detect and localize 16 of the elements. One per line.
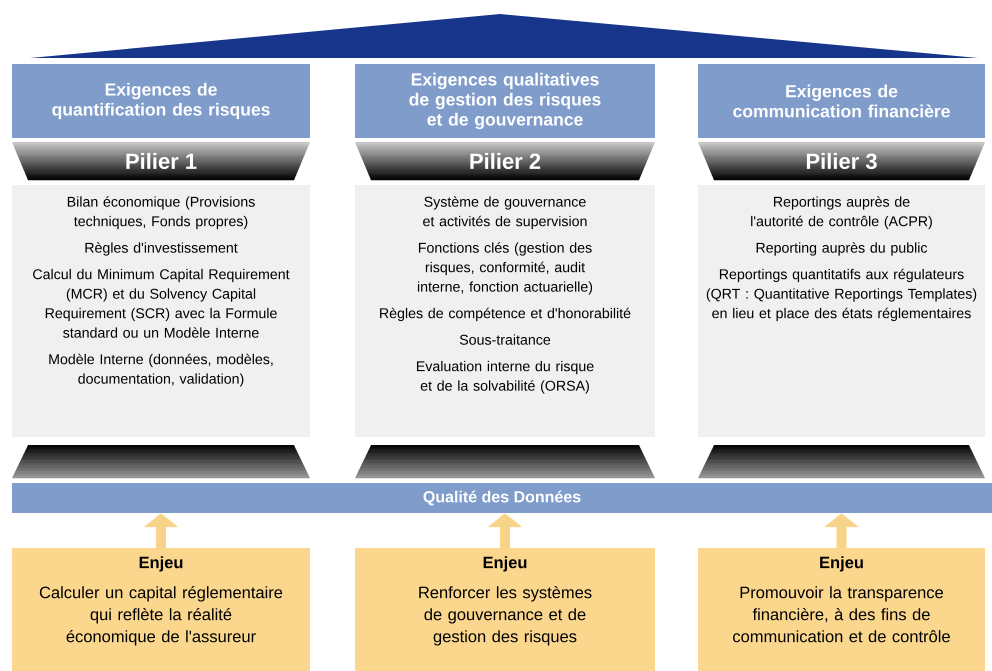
node-label: Pilier 1 xyxy=(126,152,196,170)
node-label: Pilier 2 xyxy=(470,152,540,170)
pillar-body: Bilan économique (Provisions techniques, Fonds propres) Règles d'investissement Calcul du Minimum Capital Requirement (MCR) et du Solvency Capital Requirement (SCR) avec la Formule standard ou un Modèle Interne Modèle Interne (données, modèles, documentation, validation) xyxy=(12,185,310,437)
data-quality-band: Qualité des Données xyxy=(12,482,992,513)
pillar-header: Exigences de communication financière xyxy=(698,64,985,138)
pillar-body: Système de gouvernance et activités de supervision Fonctions clés (gestion des risques, conformité, audit interne, fonction actuarielle) Règles de compétence et d'honorabilité Sous-traitance Evaluation interne du risque et de la solvabilité (ORSA) xyxy=(355,185,655,437)
pillar-header: Exigences qualitatives de gestion des risques et de gouvernance xyxy=(355,64,655,138)
issue-box: Enjeu Renforcer les systèmes de gouvernance et de gestion des risques xyxy=(355,548,655,671)
pillar-body: Reportings auprès de l'autorité de contrôle (ACPR) Reporting auprès du public Reportings quantitatifs aux régulateurs (QRT : Quantitative Reportings Templates) en lieu et place des états réglementaires xyxy=(698,185,985,437)
issue-box: Enjeu Calculer un capital réglementaire qui reflète la réalité économique de l'assureur xyxy=(12,548,310,671)
pillar-capital: Pilier 1 xyxy=(12,142,310,180)
pillar-capital: Pilier 2 xyxy=(355,142,655,180)
pillar-capital: Pilier 3 xyxy=(698,142,985,180)
issue-box: Enjeu Promouvoir la transparence financière, à des fins de communication et de contrôle xyxy=(698,548,985,671)
pillar-header: Exigences de quantification des risques xyxy=(12,64,310,138)
node-label: Pilier 3 xyxy=(806,152,877,170)
